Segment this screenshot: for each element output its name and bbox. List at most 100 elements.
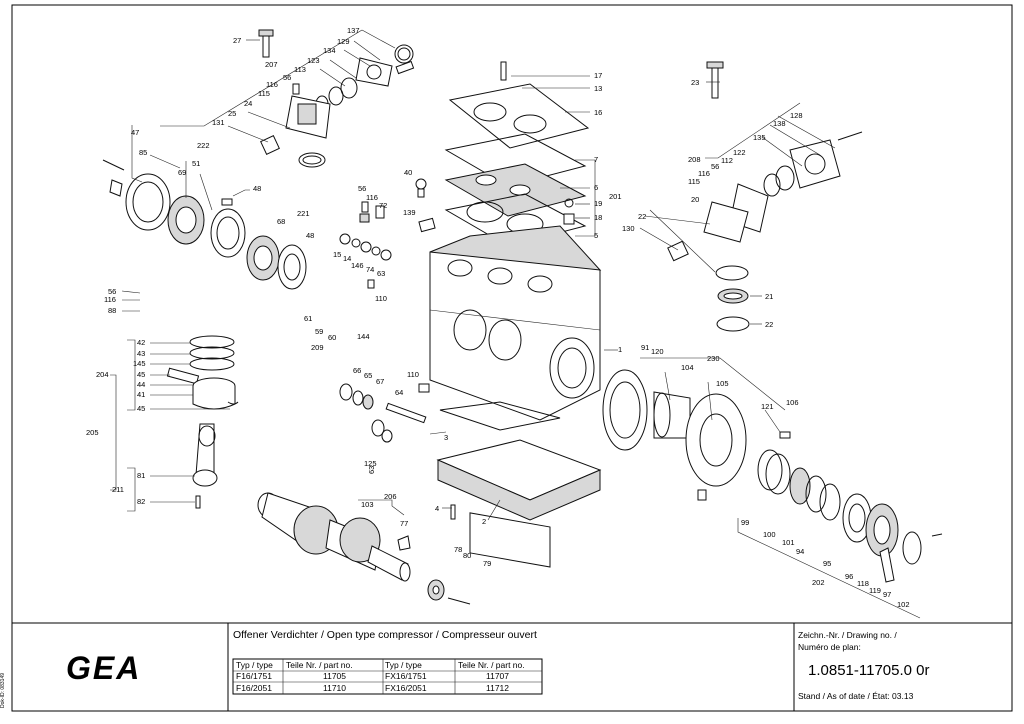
callout-97: 97 bbox=[883, 590, 891, 599]
callout-20: 20 bbox=[691, 195, 699, 204]
callout-221: 221 bbox=[297, 209, 310, 218]
suction-valve-assembly bbox=[258, 29, 415, 168]
oil-fittings bbox=[339, 383, 456, 520]
callout-65: 65 bbox=[364, 371, 372, 380]
callout-22-a: 22 bbox=[638, 212, 646, 221]
pulley-washer bbox=[427, 579, 471, 605]
table-row-1-part-2: 11707 bbox=[486, 671, 509, 681]
as-of-date: Stand / As of date / État: 03.13 bbox=[798, 691, 914, 701]
shaft-seal-group bbox=[757, 449, 943, 583]
piston-connecting-rod bbox=[166, 335, 239, 509]
callout-131: 131 bbox=[212, 118, 225, 127]
callout-139: 139 bbox=[403, 208, 416, 217]
callout-113: 113 bbox=[294, 65, 306, 74]
callout-61: 61 bbox=[304, 314, 312, 323]
callout-115-a: 115 bbox=[258, 89, 270, 98]
drawing-number: 1.0851-11705.0 0r bbox=[808, 662, 930, 679]
callout-4: 4 bbox=[435, 504, 439, 513]
callout-104: 104 bbox=[681, 363, 694, 372]
base-plate bbox=[436, 401, 602, 568]
callout-201: 201 bbox=[609, 192, 622, 201]
callout-42: 42 bbox=[137, 338, 145, 347]
callout-40: 40 bbox=[404, 168, 412, 177]
callout-103: 103 bbox=[361, 500, 374, 509]
callout-130: 130 bbox=[622, 224, 635, 233]
callout-13: 13 bbox=[594, 84, 602, 93]
callout-14: 14 bbox=[343, 254, 351, 263]
table-row-1-type-1: F16/1751 bbox=[236, 671, 272, 681]
callout-74: 74 bbox=[366, 265, 374, 274]
callout-211: 211 bbox=[112, 485, 124, 494]
callout-121: 121 bbox=[761, 402, 774, 411]
callout-204: 204 bbox=[96, 370, 109, 379]
callout-125: 125 bbox=[364, 459, 377, 468]
callout-43: 43 bbox=[137, 349, 145, 358]
callout-68: 68 bbox=[277, 217, 285, 226]
callout-207: 207 bbox=[265, 60, 278, 69]
callout-110-b: 110 bbox=[407, 370, 419, 379]
callout-79: 79 bbox=[483, 559, 491, 568]
table-row-2-type-2: FX16/2051 bbox=[385, 683, 427, 693]
crankcase bbox=[429, 225, 602, 421]
title-block: Dok-ID: 083149 GEA Offener Verdichter / … bbox=[0, 629, 930, 708]
callout-209: 209 bbox=[311, 343, 324, 352]
callout-129: 129 bbox=[337, 37, 350, 46]
callout-134: 134 bbox=[323, 46, 336, 55]
callout-91: 91 bbox=[641, 343, 649, 352]
callout-60: 60 bbox=[328, 333, 336, 342]
callout-112: 112 bbox=[721, 156, 733, 165]
callout-63-a: 63 bbox=[377, 269, 385, 278]
callout-19: 19 bbox=[594, 199, 602, 208]
shaft-seal-cover bbox=[102, 159, 246, 258]
callout-69: 69 bbox=[178, 168, 186, 177]
callout-56-d: 56 bbox=[108, 287, 116, 296]
callout-116-c: 116 bbox=[698, 169, 710, 178]
callout-206: 206 bbox=[384, 492, 397, 501]
callout-51: 51 bbox=[192, 159, 200, 168]
callout-2: 2 bbox=[482, 517, 486, 526]
callout-3: 3 bbox=[444, 433, 448, 442]
callout-17: 17 bbox=[594, 71, 602, 80]
callout-82: 82 bbox=[137, 497, 145, 506]
callout-105: 105 bbox=[716, 379, 729, 388]
callout-59: 59 bbox=[315, 327, 323, 336]
callout-16: 16 bbox=[594, 108, 602, 117]
discharge-valve-assembly bbox=[667, 61, 863, 332]
callout-64: 64 bbox=[395, 388, 403, 397]
callout-106: 106 bbox=[786, 398, 799, 407]
table-row-2-part-2: 11712 bbox=[486, 683, 509, 693]
callout-56-a: 56 bbox=[283, 73, 291, 82]
callout-77: 77 bbox=[400, 519, 408, 528]
callout-67: 67 bbox=[376, 377, 384, 386]
table-row-1-type-2: FX16/1751 bbox=[385, 671, 427, 681]
callout-110-a: 110 bbox=[375, 294, 387, 303]
callout-85: 85 bbox=[139, 148, 147, 157]
callout-18: 18 bbox=[594, 213, 602, 222]
callout-25: 25 bbox=[228, 109, 236, 118]
callout-7: 7 bbox=[594, 155, 598, 164]
callout-22-b: 22 bbox=[765, 320, 773, 329]
drawing-number-label-2: Numéro de plan: bbox=[798, 642, 861, 652]
callout-116-d: 116 bbox=[104, 295, 116, 304]
callout-95: 95 bbox=[823, 559, 831, 568]
callout-144: 144 bbox=[357, 332, 370, 341]
callout-21: 21 bbox=[765, 292, 773, 301]
callout-222-a: 222 bbox=[197, 141, 210, 150]
callout-80: 80 bbox=[463, 551, 471, 560]
callout-96: 96 bbox=[845, 572, 853, 581]
drawing-number-label-1: Zeichn.-Nr. / Drawing no. / bbox=[798, 630, 897, 640]
callout-116-a: 116 bbox=[266, 80, 278, 89]
callout-45-a: 45 bbox=[137, 370, 145, 379]
cylinder-head-stack bbox=[444, 61, 590, 247]
callout-23: 23 bbox=[691, 78, 699, 87]
crankshaft bbox=[257, 492, 411, 582]
callout-63-b: 63 bbox=[367, 466, 376, 474]
callout-6: 6 bbox=[594, 183, 598, 192]
table-header-type-1: Typ / type bbox=[236, 660, 273, 670]
callout-145: 145 bbox=[133, 359, 146, 368]
callout-119: 119 bbox=[869, 586, 881, 595]
callout-94: 94 bbox=[796, 547, 804, 556]
callout-5: 5 bbox=[594, 231, 598, 240]
